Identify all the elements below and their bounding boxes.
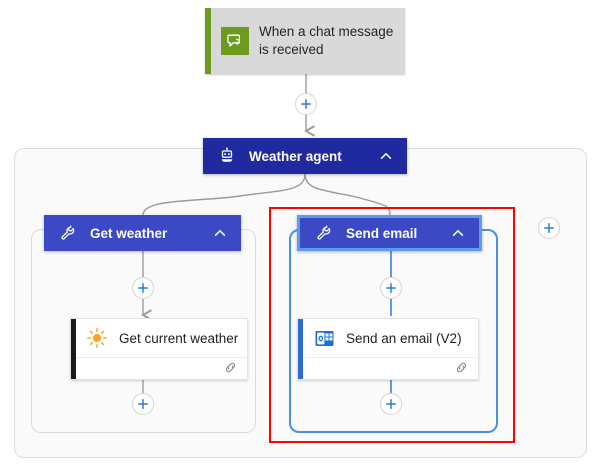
card-header-row: Send an email (V2)	[298, 319, 478, 358]
card-accent-bar	[71, 319, 76, 379]
selection-highlight	[269, 207, 515, 443]
card-footer	[298, 358, 478, 381]
send-an-email-v2-card[interactable]: Send an email (V2)	[297, 318, 479, 380]
send-email-label: Send email	[346, 225, 418, 241]
card-footer	[71, 358, 247, 381]
weather-agent-label: Weather agent	[249, 148, 342, 164]
agent-robot-icon	[215, 144, 239, 168]
trigger-title: When a chat message is received	[259, 24, 394, 57]
add-step-after-trigger-button[interactable]	[295, 93, 317, 115]
weather-agent-node[interactable]: Weather agent	[203, 138, 407, 174]
add-step-get-weather-bottom-button[interactable]	[132, 393, 154, 415]
add-tool-button[interactable]	[538, 217, 560, 239]
get-weather-node[interactable]: Get weather	[44, 215, 241, 251]
teams-chat-icon	[221, 27, 249, 55]
connector-link-icon	[223, 360, 238, 380]
chevron-up-icon[interactable]	[375, 145, 397, 167]
get-current-weather-label: Get current weather	[119, 330, 239, 346]
send-email-node[interactable]: Send email	[297, 215, 482, 251]
wrench-icon	[56, 221, 80, 245]
card-header-row: Get current weather	[71, 319, 247, 358]
add-step-send-email-top-button[interactable]	[380, 277, 402, 299]
send-an-email-v2-label: Send an email (V2)	[346, 330, 462, 346]
add-step-get-weather-top-button[interactable]	[132, 277, 154, 299]
chevron-up-icon[interactable]	[447, 222, 469, 244]
add-step-send-email-bottom-button[interactable]	[380, 393, 402, 415]
trigger-card[interactable]: When a chat message is received	[205, 8, 405, 74]
card-accent-bar	[298, 319, 303, 379]
get-weather-label: Get weather	[90, 225, 168, 241]
outlook-icon	[312, 326, 336, 350]
sun-icon	[85, 326, 109, 350]
connector-link-icon	[454, 360, 469, 380]
chevron-up-icon[interactable]	[209, 222, 231, 244]
get-current-weather-card[interactable]: Get current weather	[70, 318, 248, 380]
wrench-icon	[312, 221, 336, 245]
